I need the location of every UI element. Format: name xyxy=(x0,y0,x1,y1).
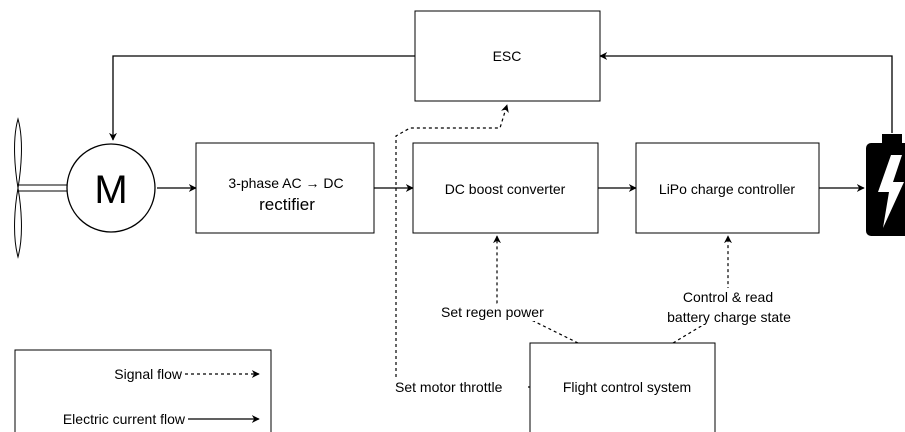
fcs-to-boost-signal xyxy=(493,235,579,344)
rectifier-label-line1: 3-phase AC → DC xyxy=(228,175,343,191)
esc-box xyxy=(414,10,601,102)
control-read-label-line2: battery charge state xyxy=(667,309,791,325)
battery-icon xyxy=(866,134,905,236)
legend-signal-label: Signal flow xyxy=(114,366,183,382)
set-motor-throttle-label: Set motor throttle xyxy=(395,379,503,395)
flight-control-label: Flight control system xyxy=(563,379,691,395)
esc-label: ESC xyxy=(493,48,522,64)
boost-converter-label: DC boost converter xyxy=(445,181,566,197)
legend-current-label: Electric current flow xyxy=(63,411,186,427)
motor-label: M xyxy=(94,168,127,212)
lipo-controller-label: LiPo charge controller xyxy=(659,181,796,197)
legend: Signal flow Electric current flow xyxy=(14,349,272,432)
motor-icon: M xyxy=(66,143,156,233)
lipo-controller-box xyxy=(635,142,820,234)
boost-converter-box xyxy=(412,142,599,234)
rectifier-box xyxy=(195,142,375,234)
flight-control-box xyxy=(529,342,716,432)
propeller-icon xyxy=(14,117,67,259)
esc-to-motor-connector xyxy=(109,55,415,141)
legend-box xyxy=(14,349,272,432)
control-read-label-line1: Control & read xyxy=(683,289,773,305)
rectifier-label-line2: rectifier xyxy=(259,195,315,214)
set-regen-power-label: Set regen power xyxy=(441,304,544,320)
battery-to-esc-connector xyxy=(599,52,893,133)
